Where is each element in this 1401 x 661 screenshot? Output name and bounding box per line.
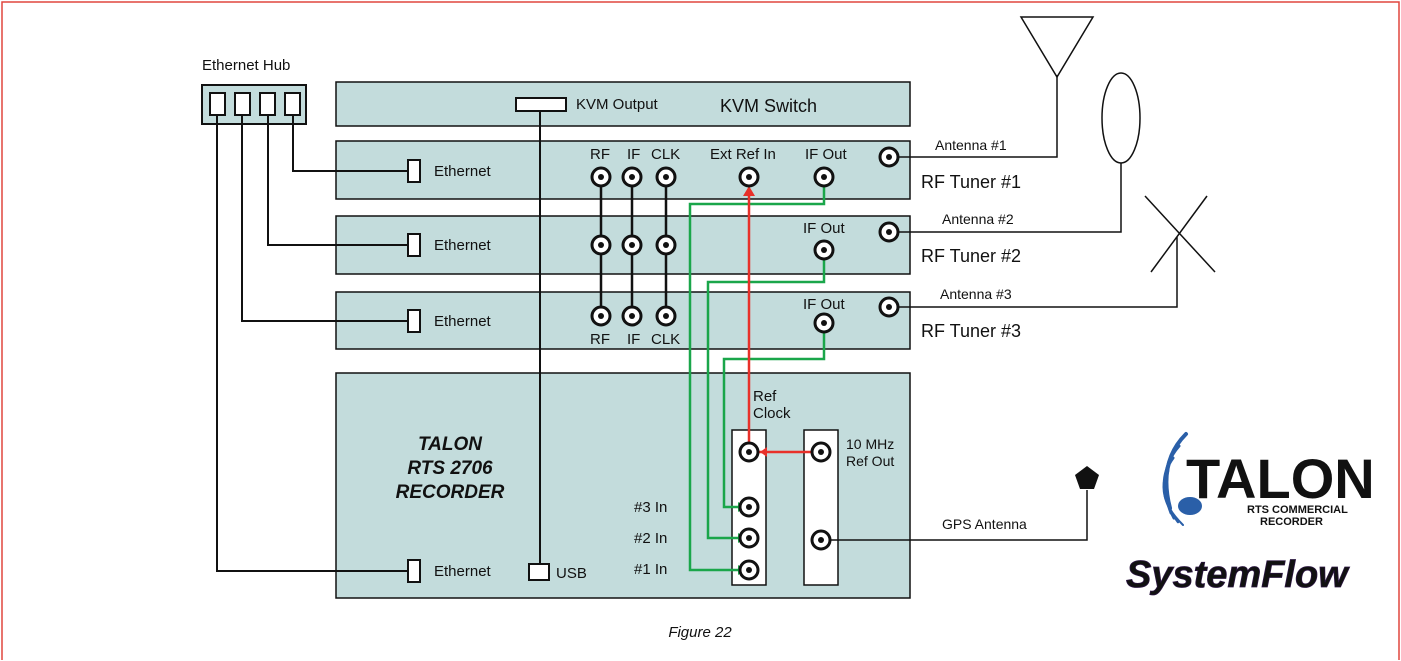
cable-hub-to-recorder bbox=[216, 115, 408, 572]
tuner-1-if-port-label: IF bbox=[627, 146, 640, 163]
hub-port-2 bbox=[234, 92, 251, 116]
ref-out-strip bbox=[803, 429, 839, 586]
kvm-switch-panel bbox=[335, 81, 911, 127]
tuner-3-if-out-label: IF Out bbox=[803, 296, 846, 313]
antenna-2-label: Antenna #2 bbox=[942, 211, 1014, 227]
cable-hub-to-tuner-3 bbox=[241, 115, 408, 322]
recorder-ethernet-label: Ethernet bbox=[434, 563, 492, 580]
tuner-1-ext-ref-in-label: Ext Ref In bbox=[710, 146, 776, 163]
feed-antenna-2 bbox=[898, 163, 1122, 233]
antenna-feed-lines bbox=[830, 75, 1178, 541]
talon-logo-text: TALON bbox=[1186, 447, 1375, 510]
if-path-tuner-3-to-in-3 bbox=[722, 331, 826, 509]
cable-hub-to-tuner-1 bbox=[292, 115, 408, 172]
tuner-1-rf-port-label: RF bbox=[590, 146, 610, 163]
feed-antenna-3 bbox=[898, 237, 1178, 308]
antenna-1-label: Antenna #1 bbox=[935, 137, 1007, 153]
coax-connector-centers bbox=[598, 154, 892, 573]
ref-arrow-left bbox=[760, 447, 767, 457]
if-path-tuner-1-to-in-1 bbox=[688, 185, 826, 572]
recorder-ethernet-port bbox=[407, 559, 421, 583]
tuner-3-if-port-label: IF bbox=[627, 331, 640, 348]
feed-gps-antenna bbox=[830, 490, 1088, 541]
hub-port-1 bbox=[209, 92, 226, 116]
tuner-2-ethernet-label: Ethernet bbox=[434, 237, 492, 254]
recorder-title-line-2: RTS 2706 bbox=[407, 458, 493, 479]
gps-antenna-label: GPS Antenna bbox=[942, 516, 1027, 532]
in-3-label: #3 In bbox=[634, 499, 667, 516]
hub-port-3 bbox=[259, 92, 276, 116]
antenna-3-label: Antenna #3 bbox=[940, 286, 1012, 302]
tuner-1-ethernet-port bbox=[407, 159, 421, 183]
talon-logo-sub-2: RECORDER bbox=[1260, 516, 1323, 528]
rf-tuner-1-panel bbox=[335, 140, 911, 200]
ref-arrow-up bbox=[743, 186, 755, 196]
gps-antenna-icon bbox=[1075, 466, 1099, 489]
kvm-switch-title: KVM Switch bbox=[720, 96, 817, 116]
in-2-label: #2 In bbox=[634, 530, 667, 547]
talon-logo-sub-1: RTS COMMERCIAL bbox=[1247, 504, 1348, 516]
rf-tuner-3-name: RF Tuner #3 bbox=[921, 321, 1021, 341]
kvm-output-label: KVM Output bbox=[576, 96, 659, 113]
eagle-head-icon bbox=[1178, 497, 1202, 515]
tuner-2-if-out-label: IF Out bbox=[803, 220, 846, 237]
tuner-3-ethernet-port bbox=[407, 309, 421, 333]
tuner-1-if-out-label: IF Out bbox=[805, 146, 848, 163]
tuner-3-clk-port-label: CLK bbox=[651, 331, 680, 348]
antenna-3-icon bbox=[1144, 195, 1216, 273]
recorder-usb-port bbox=[528, 563, 550, 581]
tuner-2-ethernet-port bbox=[407, 233, 421, 257]
in-1-label: #1 In bbox=[634, 561, 667, 578]
ref-out-label-line-2: Ref Out bbox=[846, 453, 894, 469]
ethernet-cables bbox=[216, 111, 541, 572]
tuner-1-clk-port-label: CLK bbox=[651, 146, 680, 163]
ethernet-hub-label: Ethernet Hub bbox=[202, 57, 290, 74]
talon-logo: TALON RTS COMMERCIAL RECORDER SystemFlow bbox=[1126, 432, 1375, 596]
if-signal-paths bbox=[688, 185, 826, 572]
recorder-title-line-3: RECORDER bbox=[396, 482, 505, 503]
rf-tuner-2-name: RF Tuner #2 bbox=[921, 246, 1021, 266]
figure-caption: Figure 22 bbox=[668, 624, 732, 641]
ref-clock-label-line-1: Ref bbox=[753, 388, 777, 405]
recorder-usb-label: USB bbox=[556, 565, 587, 582]
if-path-tuner-2-to-in-2 bbox=[706, 258, 826, 540]
rf-tuner-1-name: RF Tuner #1 bbox=[921, 172, 1021, 192]
tuner-3-ethernet-label: Ethernet bbox=[434, 313, 492, 330]
eagle-wing-icon bbox=[1162, 432, 1188, 526]
feed-antenna-1 bbox=[898, 75, 1058, 158]
antenna-2-icon bbox=[1101, 72, 1141, 164]
tuner-1-ethernet-label: Ethernet bbox=[434, 163, 492, 180]
systemflow-logo-text: SystemFlow bbox=[1126, 554, 1350, 596]
recorder-title-line-1: TALON bbox=[418, 434, 483, 455]
ref-clock-label-line-2: Clock bbox=[753, 405, 791, 422]
cable-hub-to-tuner-2 bbox=[267, 115, 408, 246]
antenna-1-icon bbox=[1019, 16, 1095, 79]
ref-out-label-line-1: 10 MHz bbox=[846, 436, 894, 452]
hub-port-4 bbox=[284, 92, 301, 116]
tuner-3-rf-port-label: RF bbox=[590, 331, 610, 348]
kvm-output-port bbox=[515, 97, 567, 112]
